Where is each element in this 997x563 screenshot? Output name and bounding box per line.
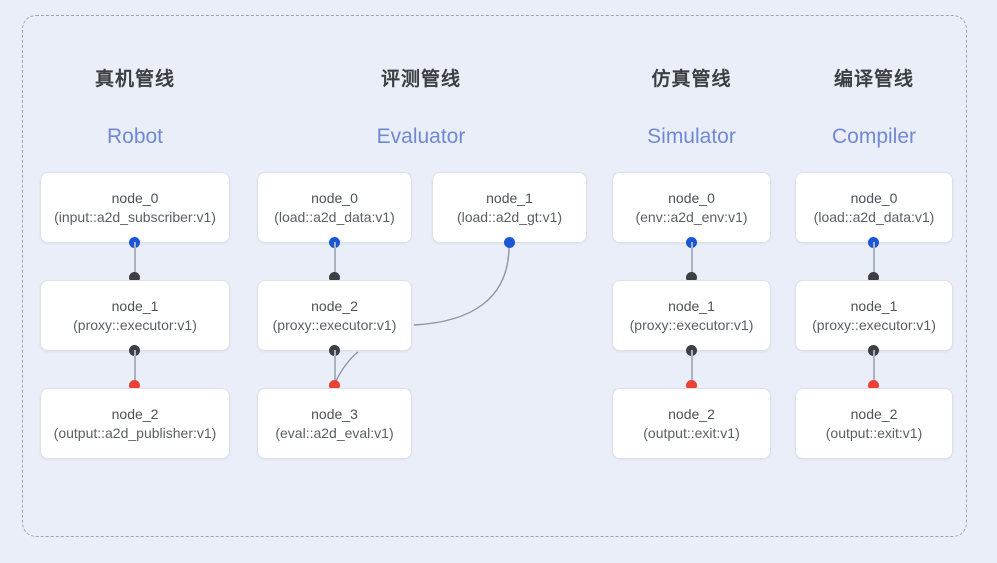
node-type: (output::a2d_publisher:v1)	[53, 424, 217, 441]
node-type: (proxy::executor:v1)	[812, 316, 936, 333]
node-compiler-0[interactable]: node_0 (load::a2d_data:v1)	[795, 172, 953, 243]
port-terminal-dot[interactable]	[868, 380, 879, 391]
edge-connector	[334, 242, 336, 280]
node-evaluator-2[interactable]: node_2 (proxy::executor:v1)	[257, 280, 412, 351]
node-type: (proxy::executor:v1)	[272, 316, 397, 333]
column-subtitle-compiler: Compiler	[831, 125, 917, 148]
column-subtitle-simulator: Simulator	[647, 125, 736, 148]
node-name: node_0	[668, 189, 715, 206]
node-type: (proxy::executor:v1)	[629, 316, 754, 333]
node-name: node_0	[111, 189, 159, 206]
node-name: node_1	[486, 189, 533, 206]
edge-connector	[134, 242, 136, 280]
node-type: (proxy::executor:v1)	[73, 316, 197, 333]
column-subtitle-robot: Robot	[106, 125, 164, 148]
node-robot-1[interactable]: node_1 (proxy::executor:v1)	[40, 280, 230, 351]
node-robot-2[interactable]: node_2 (output::a2d_publisher:v1)	[40, 388, 230, 459]
node-robot-0[interactable]: node_0 (input::a2d_subscriber:v1)	[40, 172, 230, 243]
node-name: node_0	[850, 189, 898, 206]
node-type: (load::a2d_data:v1)	[274, 208, 395, 225]
port-terminal-dot[interactable]	[129, 380, 140, 391]
node-type: (input::a2d_subscriber:v1)	[54, 208, 216, 225]
port-output-dot[interactable]	[504, 237, 515, 248]
node-compiler-2[interactable]: node_2 (output::exit:v1)	[795, 388, 953, 459]
port-input-dot[interactable]	[329, 272, 340, 283]
port-input-dot[interactable]	[686, 272, 697, 283]
node-type: (output::exit:v1)	[643, 424, 740, 441]
node-name: node_2	[668, 405, 715, 422]
node-name: node_2	[111, 405, 159, 422]
edge-connector	[873, 350, 875, 388]
node-name: node_2	[311, 297, 358, 314]
node-name: node_1	[111, 297, 159, 314]
column-title-evaluator: 评测管线	[380, 69, 461, 90]
column-subtitle-evaluator: Evaluator	[376, 125, 466, 148]
column-title-compiler: 编译管线	[833, 69, 914, 90]
node-compiler-1[interactable]: node_1 (proxy::executor:v1)	[795, 280, 953, 351]
node-evaluator-3[interactable]: node_3 (eval::a2d_eval:v1)	[257, 388, 412, 459]
edge-connector	[134, 350, 136, 388]
node-evaluator-1[interactable]: node_1 (load::a2d_gt:v1)	[432, 172, 587, 243]
node-evaluator-0[interactable]: node_0 (load::a2d_data:v1)	[257, 172, 412, 243]
dashed-group-frame	[22, 15, 967, 537]
node-type: (load::a2d_gt:v1)	[456, 208, 563, 225]
port-terminal-dot[interactable]	[686, 380, 697, 391]
node-name: node_2	[850, 405, 898, 422]
port-input-dot[interactable]	[868, 272, 879, 283]
node-simulator-1[interactable]: node_1 (proxy::executor:v1)	[612, 280, 771, 351]
node-name: node_1	[850, 297, 898, 314]
node-type: (output::exit:v1)	[825, 424, 923, 441]
edge-connector	[691, 350, 693, 388]
port-terminal-dot[interactable]	[329, 380, 340, 391]
column-title-robot: 真机管线	[94, 69, 175, 90]
node-simulator-2[interactable]: node_2 (output::exit:v1)	[612, 388, 771, 459]
node-simulator-0[interactable]: node_0 (env::a2d_env:v1)	[612, 172, 771, 243]
node-name: node_3	[311, 405, 358, 422]
edge-connector	[334, 350, 336, 388]
edge-connector	[691, 242, 693, 280]
column-title-simulator: 仿真管线	[651, 69, 732, 90]
port-input-dot[interactable]	[129, 272, 140, 283]
node-name: node_0	[311, 189, 358, 206]
edge-connector	[873, 242, 875, 280]
node-type: (env::a2d_env:v1)	[635, 208, 748, 225]
node-name: node_1	[668, 297, 715, 314]
node-type: (eval::a2d_eval:v1)	[275, 424, 394, 441]
node-type: (load::a2d_data:v1)	[813, 208, 935, 225]
